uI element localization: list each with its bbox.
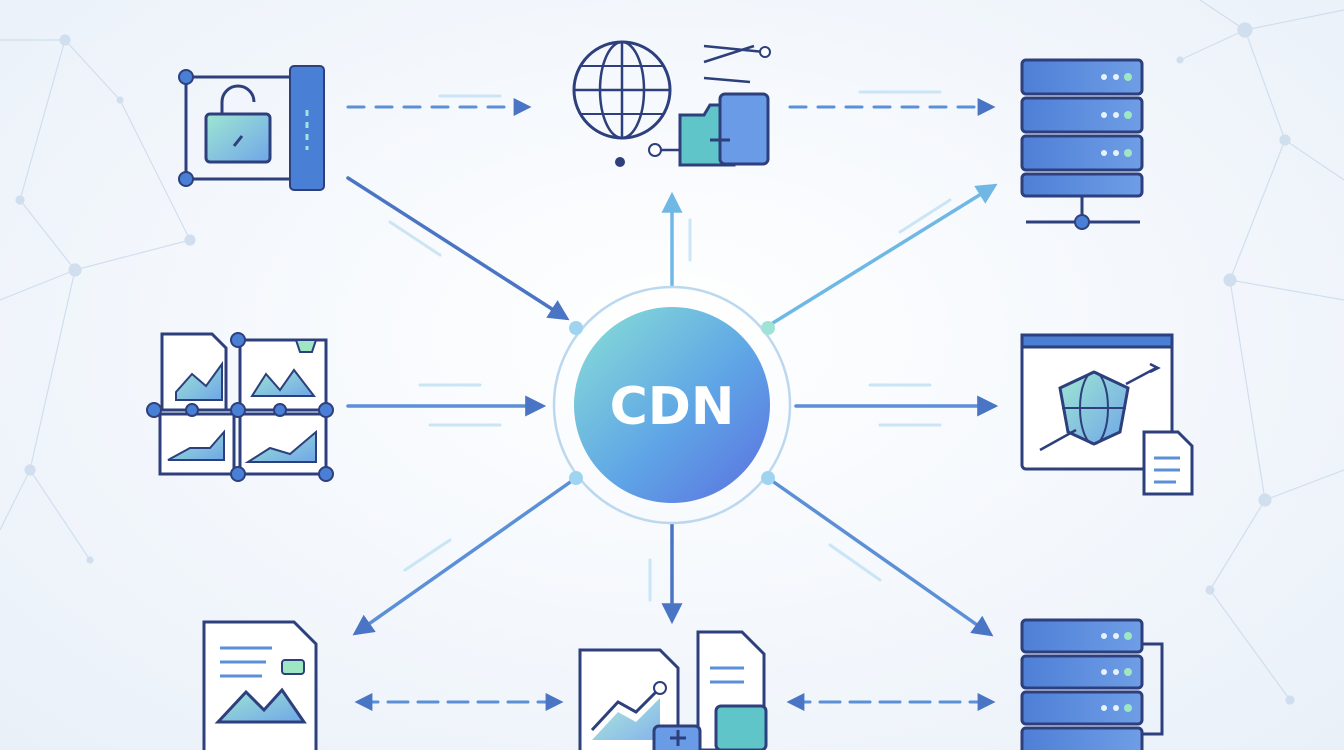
cdn-hub[interactable]: CDN <box>552 285 792 525</box>
hub-port-dot <box>761 321 775 335</box>
connector-gateway-to-hub <box>346 176 570 321</box>
hub-port-dot <box>761 471 775 485</box>
connector-hub-to-document <box>352 476 578 636</box>
hub-label: CDN <box>610 377 735 437</box>
document-image-icon[interactable] <box>202 620 318 750</box>
server-rack-icon[interactable] <box>1020 58 1144 230</box>
connectors <box>346 90 999 711</box>
connector-hub-to-server-bottom <box>766 476 994 637</box>
browser-globe-icon[interactable] <box>1020 333 1194 496</box>
hub-port-dot <box>569 321 583 335</box>
padlock-frame-icon[interactable] <box>178 65 325 191</box>
server-rack-icon[interactable] <box>1020 618 1164 750</box>
hub-port-dot <box>569 471 583 485</box>
background-network <box>0 0 1344 705</box>
chart-grid-icon[interactable] <box>146 332 334 482</box>
globe-folder-icon[interactable] <box>572 40 771 167</box>
connector-hub-to-server-top <box>766 183 998 328</box>
file-stack-icon[interactable] <box>578 630 768 750</box>
